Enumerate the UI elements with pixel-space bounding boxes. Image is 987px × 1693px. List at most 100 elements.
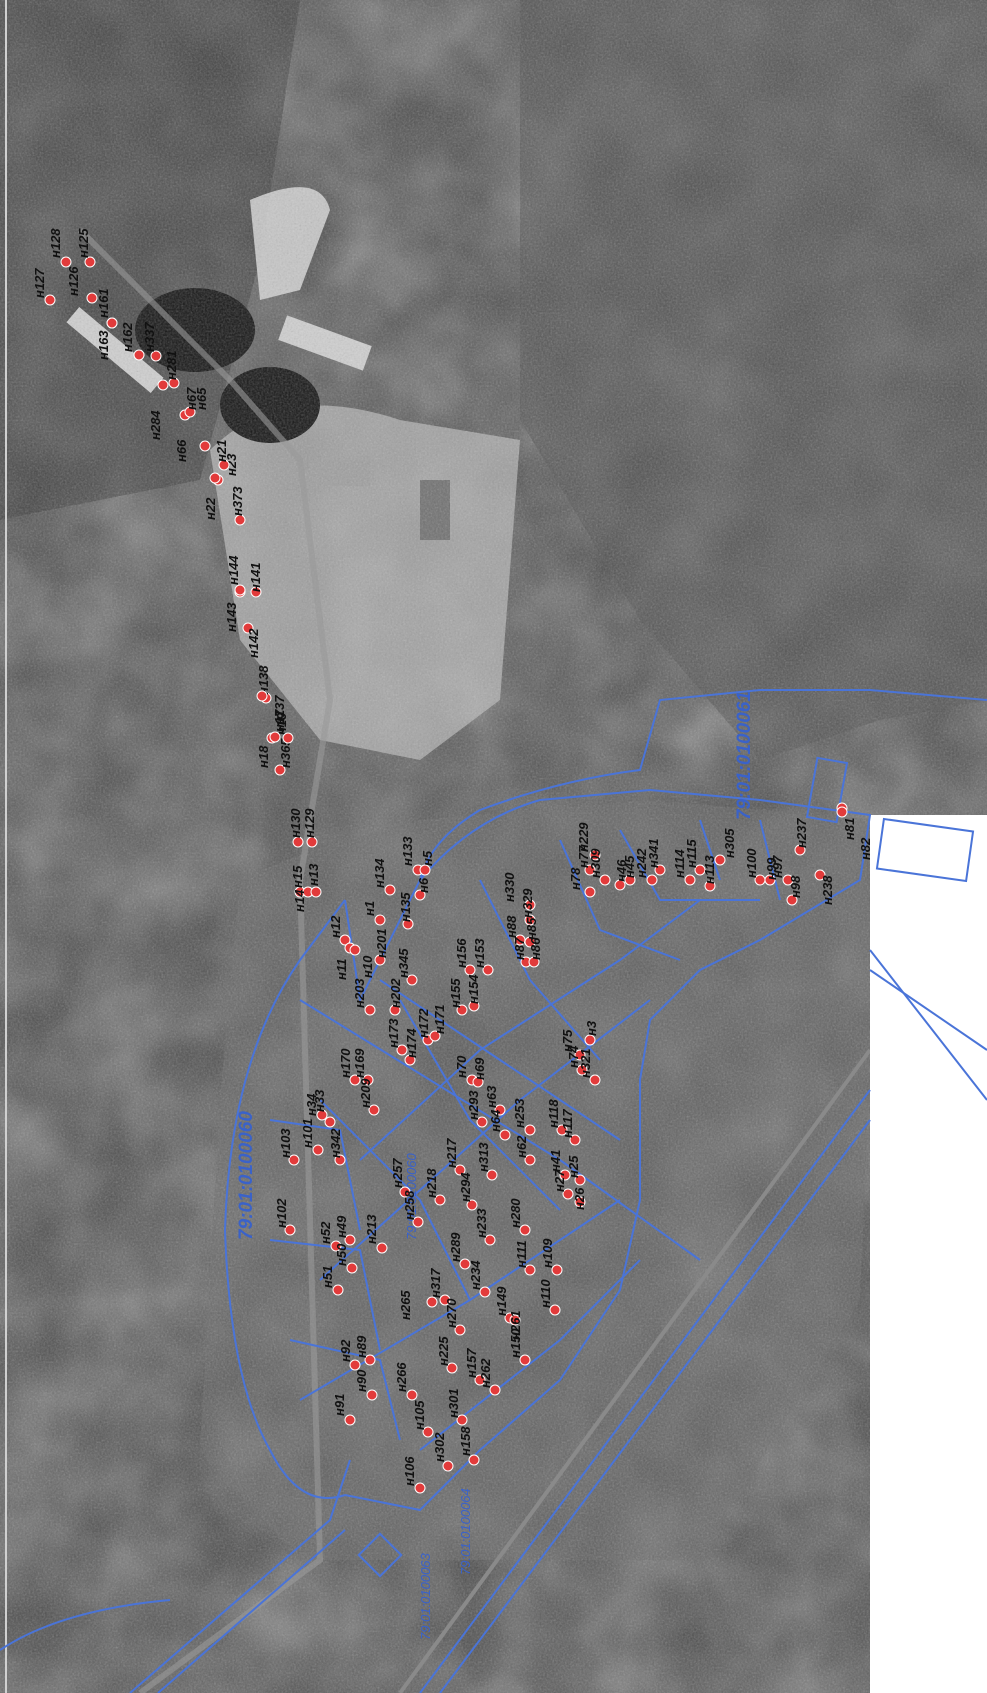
survey-point-marker[interactable] <box>349 1359 361 1371</box>
survey-point-marker[interactable] <box>484 1234 496 1246</box>
survey-point-marker[interactable] <box>274 764 286 776</box>
survey-point-marker[interactable] <box>250 586 262 598</box>
survey-point-marker[interactable] <box>234 514 246 526</box>
survey-point-marker[interactable] <box>574 1174 586 1186</box>
survey-point-marker[interactable] <box>786 894 798 906</box>
survey-point-marker[interactable] <box>584 1034 596 1046</box>
survey-point-marker[interactable] <box>284 1224 296 1236</box>
survey-point-marker[interactable] <box>310 886 322 898</box>
survey-point-marker[interactable] <box>714 854 726 866</box>
survey-point-marker[interactable] <box>168 377 180 389</box>
survey-point-marker[interactable] <box>292 836 304 848</box>
survey-point-marker[interactable] <box>374 954 386 966</box>
survey-point-marker[interactable] <box>624 874 636 886</box>
survey-point-marker[interactable] <box>389 1004 401 1016</box>
survey-point-marker[interactable] <box>482 964 494 976</box>
survey-point-marker[interactable] <box>399 1186 411 1198</box>
survey-point-marker[interactable] <box>694 864 706 876</box>
survey-point-marker[interactable] <box>764 874 776 886</box>
survey-point-marker[interactable] <box>439 1294 451 1306</box>
survey-point-marker[interactable] <box>576 1064 588 1076</box>
survey-point-marker[interactable] <box>519 1224 531 1236</box>
survey-point-marker[interactable] <box>282 732 294 744</box>
survey-point-marker[interactable] <box>584 886 596 898</box>
survey-point-marker[interactable] <box>199 440 211 452</box>
survey-point-marker[interactable] <box>349 1074 361 1086</box>
survey-point-marker[interactable] <box>459 1258 471 1270</box>
survey-point-marker[interactable] <box>106 317 118 329</box>
survey-point-marker[interactable] <box>422 1426 434 1438</box>
survey-point-marker[interactable] <box>384 884 396 896</box>
survey-point-marker[interactable] <box>44 294 56 306</box>
survey-point-marker[interactable] <box>476 1116 488 1128</box>
survey-point-marker[interactable] <box>84 256 96 268</box>
survey-point-marker[interactable] <box>486 1169 498 1181</box>
survey-point-marker[interactable] <box>574 1049 586 1061</box>
survey-point-marker[interactable] <box>312 1144 324 1156</box>
survey-point-marker[interactable] <box>794 844 806 856</box>
survey-point-marker[interactable] <box>346 1262 358 1274</box>
survey-point-marker[interactable] <box>218 459 230 471</box>
survey-point-marker[interactable] <box>549 1304 561 1316</box>
survey-point-marker[interactable] <box>454 1324 466 1336</box>
survey-point-marker[interactable] <box>150 350 162 362</box>
survey-point-marker[interactable] <box>489 1384 501 1396</box>
survey-point-marker[interactable] <box>364 1004 376 1016</box>
survey-point-marker[interactable] <box>404 1054 416 1066</box>
survey-point-marker[interactable] <box>288 1154 300 1166</box>
survey-point-marker[interactable] <box>466 1199 478 1211</box>
survey-point-marker[interactable] <box>419 864 431 876</box>
survey-point-marker[interactable] <box>528 956 540 968</box>
survey-point-marker[interactable] <box>474 1374 486 1386</box>
survey-point-marker[interactable] <box>468 1454 480 1466</box>
survey-point-marker[interactable] <box>524 936 536 948</box>
survey-point-marker[interactable] <box>209 472 221 484</box>
survey-point-marker[interactable] <box>256 690 268 702</box>
survey-point-marker[interactable] <box>86 292 98 304</box>
survey-point-marker[interactable] <box>368 1104 380 1116</box>
survey-point-marker[interactable] <box>234 584 246 596</box>
survey-point-marker[interactable] <box>414 1482 426 1494</box>
survey-point-marker[interactable] <box>456 1414 468 1426</box>
survey-point-marker[interactable] <box>614 879 626 891</box>
survey-point-marker[interactable] <box>426 1296 438 1308</box>
survey-point-marker[interactable] <box>402 918 414 930</box>
survey-point-marker[interactable] <box>836 806 848 818</box>
survey-point-marker[interactable] <box>157 379 169 391</box>
survey-point-marker[interactable] <box>684 874 696 886</box>
survey-point-marker[interactable] <box>494 1104 506 1116</box>
survey-point-marker[interactable] <box>524 1264 536 1276</box>
survey-point-marker[interactable] <box>524 1124 536 1136</box>
survey-point-marker[interactable] <box>589 849 601 861</box>
survey-point-marker[interactable] <box>376 1242 388 1254</box>
survey-point-marker[interactable] <box>562 1188 574 1200</box>
survey-point-marker[interactable] <box>524 1154 536 1166</box>
survey-point-marker[interactable] <box>524 899 536 911</box>
survey-point-marker[interactable] <box>574 1196 586 1208</box>
survey-point-marker[interactable] <box>133 349 145 361</box>
survey-point-marker[interactable] <box>814 869 826 881</box>
survey-point-marker[interactable] <box>406 974 418 986</box>
survey-point-marker[interactable] <box>599 874 611 886</box>
survey-point-marker[interactable] <box>584 864 596 876</box>
survey-point-marker[interactable] <box>654 864 666 876</box>
survey-point-marker[interactable] <box>446 1362 458 1374</box>
survey-point-marker[interactable] <box>344 1234 356 1246</box>
survey-point-marker[interactable] <box>464 964 476 976</box>
survey-point-marker[interactable] <box>339 934 351 946</box>
survey-point-marker[interactable] <box>589 1074 601 1086</box>
survey-point-marker[interactable] <box>704 880 716 892</box>
survey-point-marker[interactable] <box>524 914 536 926</box>
survey-point-marker[interactable] <box>316 1109 328 1121</box>
survey-point-marker[interactable] <box>519 1354 531 1366</box>
survey-point-marker[interactable] <box>334 1154 346 1166</box>
survey-point-marker[interactable] <box>242 622 254 634</box>
survey-point-marker[interactable] <box>324 1116 336 1128</box>
survey-point-marker[interactable] <box>330 1240 342 1252</box>
survey-point-marker[interactable] <box>434 1194 446 1206</box>
survey-point-marker[interactable] <box>344 1414 356 1426</box>
survey-point-marker[interactable] <box>782 874 794 886</box>
survey-point-marker[interactable] <box>60 256 72 268</box>
survey-point-marker[interactable] <box>332 1284 344 1296</box>
survey-point-marker[interactable] <box>454 1164 466 1176</box>
